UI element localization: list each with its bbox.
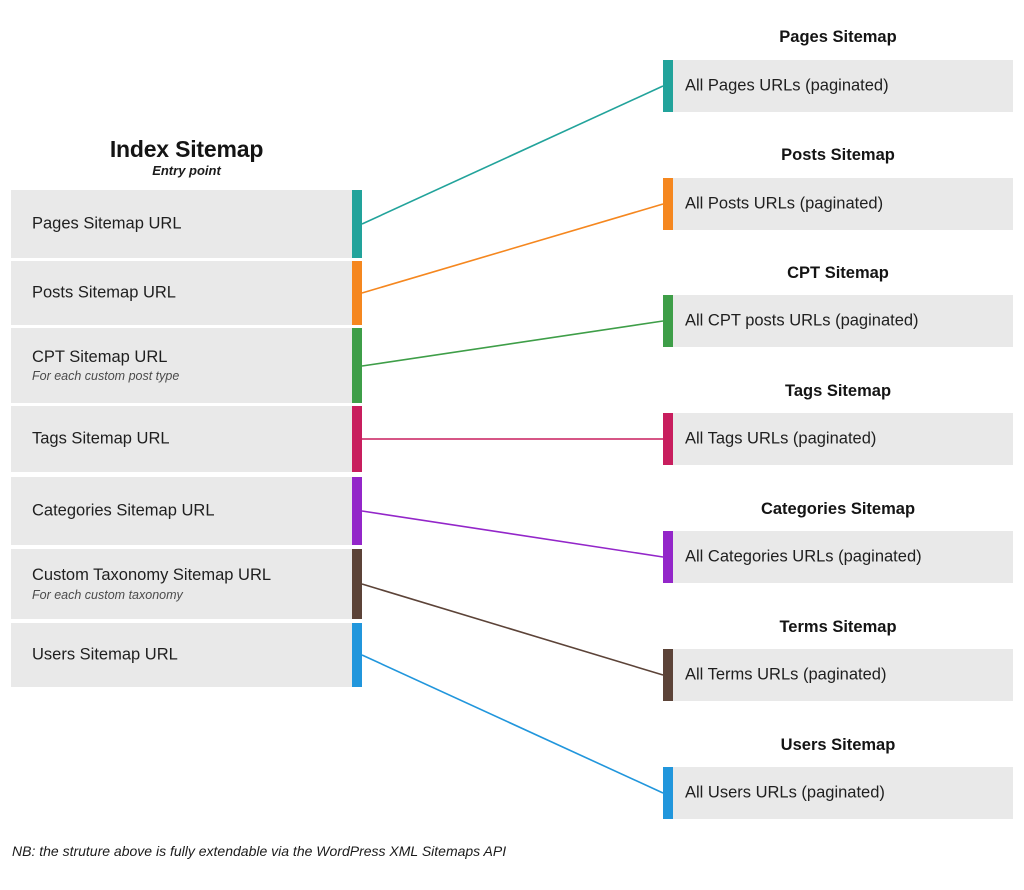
sitemap-group-accent-bar xyxy=(663,178,673,230)
index-entry-accent-bar xyxy=(352,328,362,403)
sitemap-group-label: All Tags URLs (paginated) xyxy=(685,429,877,448)
index-entry-text: Pages Sitemap URL xyxy=(32,214,338,235)
sitemap-group-accent-bar xyxy=(663,413,673,465)
sitemap-group-label: All Posts URLs (paginated) xyxy=(685,194,884,213)
posts-connector xyxy=(361,203,664,294)
footnote-note: NB: the struture above is fully extendab… xyxy=(12,843,507,859)
sitemap-group-label: All CPT posts URLs (paginated) xyxy=(685,311,919,330)
sitemap-group-block[interactable]: All Users URLs (paginated) xyxy=(663,767,1013,819)
sitemap-group-block[interactable]: All Posts URLs (paginated) xyxy=(663,178,1013,230)
index-entry-block[interactable]: Custom Taxonomy Sitemap URL For each cust… xyxy=(11,549,362,619)
sitemap-group-block[interactable]: All Pages URLs (paginated) xyxy=(663,60,1013,112)
index-sitemap-title: Index Sitemap xyxy=(109,136,264,162)
sitemap-group-label: All Users URLs (paginated) xyxy=(685,783,885,802)
index-entry-block[interactable]: Tags Sitemap URL xyxy=(11,406,362,472)
index-sitemap-subtitle: Entry point xyxy=(152,163,221,178)
index-entry-text: Tags Sitemap URL xyxy=(32,429,338,450)
index-entry-accent-bar xyxy=(352,261,362,325)
index-entry-accent-bar xyxy=(352,549,362,619)
index-entry-accent-bar xyxy=(352,477,362,545)
sitemap-group-heading: Terms Sitemap xyxy=(779,618,897,636)
sitemap-group-accent-bar xyxy=(663,767,673,819)
sitemap-group-label: All Terms URLs (paginated) xyxy=(685,665,887,684)
index-entry-sublabel: For each custom post type xyxy=(32,368,180,383)
index-entry-accent-bar xyxy=(352,190,362,258)
categories-connector xyxy=(361,510,664,558)
sitemap-group-accent-bar xyxy=(663,60,673,112)
index-entry-text: Categories Sitemap URL xyxy=(32,501,338,522)
pages-connector xyxy=(361,85,664,225)
sitemap-group-heading: Categories Sitemap xyxy=(760,500,916,518)
index-entry-label: Users Sitemap URL xyxy=(32,645,178,664)
index-entry-text: CPT Sitemap URL For each custom post type xyxy=(32,346,338,385)
index-entry-block[interactable]: Users Sitemap URL xyxy=(11,623,362,687)
sitemap-group-block[interactable]: All Terms URLs (paginated) xyxy=(663,649,1013,701)
index-entry-text: Posts Sitemap URL xyxy=(32,283,338,304)
sitemap-group-heading: Pages Sitemap xyxy=(779,28,897,46)
index-entry-label: Categories Sitemap URL xyxy=(32,501,215,520)
index-entry-label: CPT Sitemap URL xyxy=(32,347,168,366)
index-entry-accent-bar xyxy=(352,406,362,472)
sitemap-group-heading: CPT Sitemap xyxy=(787,264,889,282)
cpt-connector xyxy=(361,320,664,367)
sitemap-group-heading: Posts Sitemap xyxy=(781,146,895,164)
sitemap-group-label: All Categories URLs (paginated) xyxy=(685,547,922,566)
index-entry-label: Tags Sitemap URL xyxy=(32,429,170,448)
users-connector xyxy=(361,654,664,794)
index-entry-label: Pages Sitemap URL xyxy=(32,214,182,233)
index-entry-label: Custom Taxonomy Sitemap URL xyxy=(32,565,272,584)
sitemap-group-heading: Users Sitemap xyxy=(780,736,896,754)
sitemap-group-accent-bar xyxy=(663,295,673,347)
index-entry-text: Users Sitemap URL xyxy=(32,645,338,666)
sitemap-group-block[interactable]: All Tags URLs (paginated) xyxy=(663,413,1013,465)
custom-taxonomy-connector xyxy=(361,583,664,676)
index-entry-text: Custom Taxonomy Sitemap URL For each cust… xyxy=(32,565,338,604)
index-entry-sublabel: For each custom taxonomy xyxy=(32,587,183,602)
index-entry-block[interactable]: Pages Sitemap URL xyxy=(11,190,362,258)
index-entry-label: Posts Sitemap URL xyxy=(32,283,176,302)
index-entry-accent-bar xyxy=(352,623,362,687)
sitemap-group-block[interactable]: All CPT posts URLs (paginated) xyxy=(663,295,1013,347)
sitemap-group-block[interactable]: All Categories URLs (paginated) xyxy=(663,531,1013,583)
index-entry-block[interactable]: Categories Sitemap URL xyxy=(11,477,362,545)
sitemap-group-label: All Pages URLs (paginated) xyxy=(685,76,889,95)
index-entry-block[interactable]: Posts Sitemap URL xyxy=(11,261,362,325)
sitemap-group-heading: Tags Sitemap xyxy=(784,382,892,400)
index-entry-block[interactable]: CPT Sitemap URL For each custom post type xyxy=(11,328,362,403)
sitemap-group-accent-bar xyxy=(663,649,673,701)
sitemap-group-accent-bar xyxy=(663,531,673,583)
